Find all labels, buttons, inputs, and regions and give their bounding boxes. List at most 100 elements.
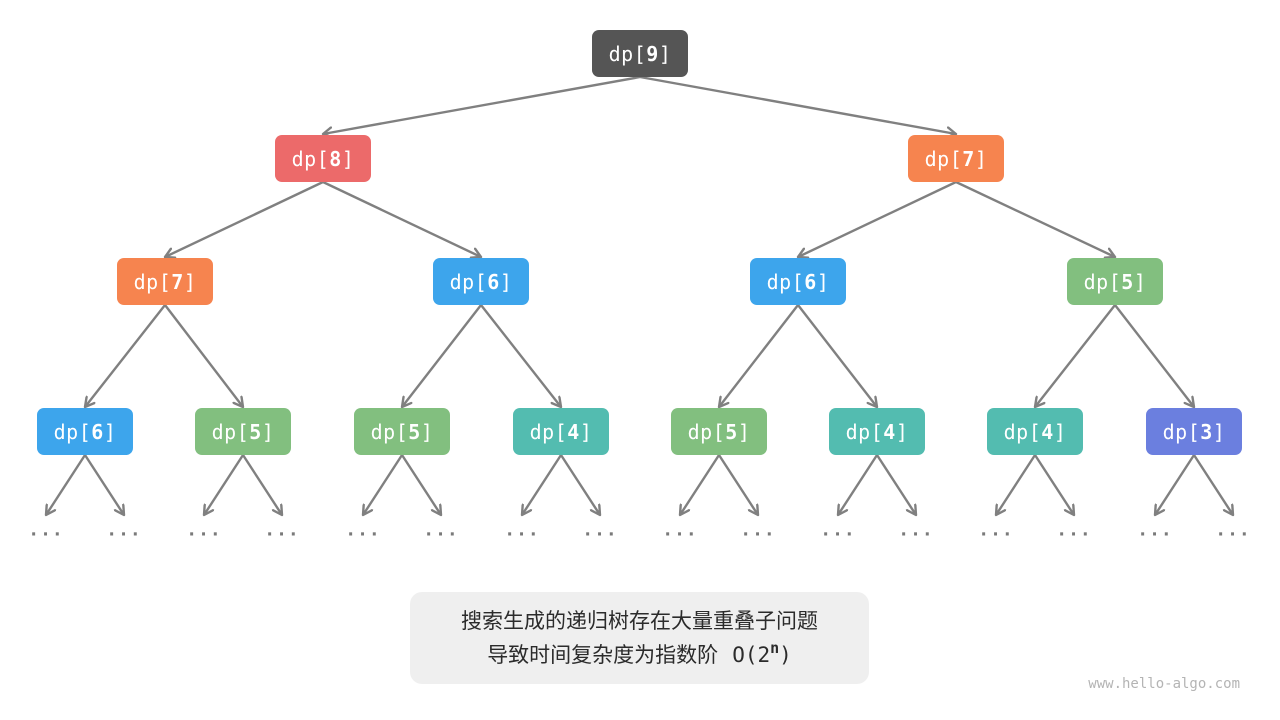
ellipsis: ··· xyxy=(740,524,776,545)
tree-node-dp-9: dp[9] xyxy=(592,30,688,77)
tree-edge xyxy=(719,304,799,407)
tree-edge xyxy=(955,180,1115,257)
stub-edge xyxy=(204,454,245,515)
node-label-index: 3 xyxy=(1200,419,1213,444)
node-label-suffix: ] xyxy=(895,419,909,444)
tree-edge xyxy=(402,304,482,407)
stub-edge xyxy=(717,454,758,515)
node-label-suffix: ] xyxy=(974,146,988,171)
node-label-prefix: dp[ xyxy=(370,419,409,444)
caption-line-1: 搜索生成的递归树存在大量重叠子问题 xyxy=(461,609,818,633)
tree-node-dp-6: dp[6] xyxy=(433,258,529,305)
node-label-prefix: dp[ xyxy=(924,146,963,171)
tree-edge xyxy=(1035,304,1116,407)
stub-edge xyxy=(363,454,404,515)
ellipsis: ··· xyxy=(504,524,540,545)
tree-node-dp-4: dp[4] xyxy=(513,408,609,455)
node-label-suffix: ] xyxy=(1053,419,1067,444)
tree-node-dp-7: dp[7] xyxy=(117,258,213,305)
ellipsis: ··· xyxy=(1137,524,1173,545)
tree-node-dp-7: dp[7] xyxy=(908,135,1004,182)
node-label-suffix: ] xyxy=(420,419,434,444)
node-label-index: 7 xyxy=(171,269,184,294)
node-label-suffix: ] xyxy=(579,419,593,444)
watermark: www.hello-algo.com xyxy=(1088,676,1240,692)
node-label-prefix: dp[ xyxy=(291,146,330,171)
complexity-notation: O(2n) xyxy=(732,641,792,668)
node-label-prefix: dp[ xyxy=(529,419,568,444)
ellipsis: ··· xyxy=(898,524,934,545)
node-label-prefix: dp[ xyxy=(53,419,92,444)
stub-edge xyxy=(680,454,721,515)
tree-node-dp-5: dp[5] xyxy=(1067,258,1163,305)
node-label-suffix: ] xyxy=(183,269,197,294)
caption-box: 搜索生成的递归树存在大量重叠子问题 导致时间复杂度为指数阶 O(2n) xyxy=(410,592,869,684)
stub-edge xyxy=(838,454,879,515)
tree-edge xyxy=(322,180,481,257)
node-label-prefix: dp[ xyxy=(687,419,726,444)
node-label-index: 8 xyxy=(329,146,342,171)
tree-edge xyxy=(323,75,641,134)
ellipsis: ··· xyxy=(264,524,300,545)
tree-edge xyxy=(797,304,877,407)
ellipsis: ··· xyxy=(28,524,64,545)
stub-edge xyxy=(522,454,563,515)
tree-node-dp-5: dp[5] xyxy=(671,408,767,455)
ellipsis: ··· xyxy=(106,524,142,545)
node-label-index: 4 xyxy=(883,419,896,444)
ellipsis: ··· xyxy=(1056,524,1092,545)
stub-edge xyxy=(1192,454,1233,515)
node-label-suffix: ] xyxy=(499,269,513,294)
node-label-prefix: dp[ xyxy=(1162,419,1201,444)
tree-edge xyxy=(798,180,957,257)
ellipsis: ··· xyxy=(582,524,618,545)
node-label-index: 4 xyxy=(1041,419,1054,444)
node-label-prefix: dp[ xyxy=(449,269,488,294)
tree-edge xyxy=(85,304,166,407)
stub-edge xyxy=(46,454,87,515)
stub-edge xyxy=(875,454,916,515)
node-label-index: 5 xyxy=(1121,269,1134,294)
tree-edge xyxy=(639,75,956,134)
tree-node-dp-5: dp[5] xyxy=(354,408,450,455)
stub-edge xyxy=(996,454,1037,515)
ellipsis: ··· xyxy=(820,524,856,545)
node-label-suffix: ] xyxy=(658,41,672,66)
stub-edge xyxy=(1155,454,1196,515)
node-label-prefix: dp[ xyxy=(608,41,647,66)
tree-node-dp-6: dp[6] xyxy=(750,258,846,305)
node-label-index: 7 xyxy=(962,146,975,171)
stub-edge xyxy=(241,454,282,515)
tree-node-dp-4: dp[4] xyxy=(987,408,1083,455)
ellipsis: ··· xyxy=(662,524,698,545)
node-label-suffix: ] xyxy=(341,146,355,171)
node-label-index: 9 xyxy=(646,41,659,66)
complexity-close: ) xyxy=(779,643,792,667)
tree-edge xyxy=(164,304,243,407)
node-label-index: 4 xyxy=(567,419,580,444)
stub-edge xyxy=(559,454,600,515)
complexity-base: O(2 xyxy=(732,643,771,667)
node-label-index: 5 xyxy=(725,419,738,444)
node-label-prefix: dp[ xyxy=(1003,419,1042,444)
stub-edge xyxy=(400,454,441,515)
node-label-suffix: ] xyxy=(1133,269,1147,294)
tree-node-dp-6: dp[6] xyxy=(37,408,133,455)
node-label-index: 6 xyxy=(487,269,500,294)
caption-line-2: 导致时间复杂度为指数阶 O(2n) xyxy=(487,638,792,672)
tree-node-dp-4: dp[4] xyxy=(829,408,925,455)
stub-edge xyxy=(83,454,124,515)
tree-edge xyxy=(165,180,324,257)
tree-edge xyxy=(1114,304,1194,407)
caption-line-2-text: 导致时间复杂度为指数阶 xyxy=(487,643,719,667)
stub-edge xyxy=(1033,454,1074,515)
tree-node-dp-3: dp[3] xyxy=(1146,408,1242,455)
ellipsis: ··· xyxy=(423,524,459,545)
node-label-index: 5 xyxy=(249,419,262,444)
tree-node-dp-8: dp[8] xyxy=(275,135,371,182)
node-label-suffix: ] xyxy=(816,269,830,294)
node-label-suffix: ] xyxy=(737,419,751,444)
complexity-exponent: n xyxy=(770,639,780,657)
node-label-index: 6 xyxy=(804,269,817,294)
